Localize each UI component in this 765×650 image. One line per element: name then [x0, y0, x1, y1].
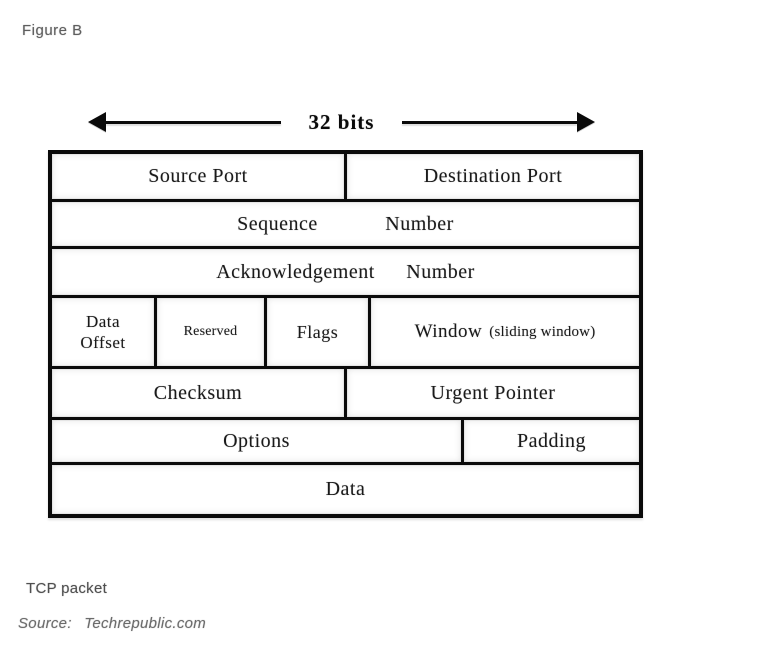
arrow-label: 32 bits [308, 109, 375, 134]
arrow-line-left [106, 120, 281, 124]
table-row-flags-window: Data Offset Reserved Flags Window (slidi… [52, 298, 639, 366]
field-source-port: Source Port [52, 154, 344, 199]
table-row-ports: Source Port Destination Port [52, 154, 639, 199]
field-sequence-number: Sequence Number [52, 202, 639, 246]
field-options: Options [52, 420, 461, 462]
field-padding: Padding [464, 420, 639, 462]
width-arrow: 32 bits [88, 107, 595, 137]
table-row-data: Data [52, 465, 639, 514]
arrow-right-head-icon [577, 112, 595, 132]
caption-tcp-packet: TCP packet [26, 580, 108, 597]
field-urgent-pointer: Urgent Pointer [347, 369, 639, 417]
field-flags: Flags [267, 298, 368, 366]
arrow-line-right [402, 120, 577, 124]
source-label: Source: [18, 615, 72, 632]
field-reserved: Reserved [157, 298, 264, 366]
field-data-offset: Data Offset [52, 298, 154, 366]
arrow-left-head-icon [88, 112, 106, 132]
tcp-packet-table: Source Port Destination Port Sequence Nu… [48, 150, 643, 518]
field-window: Window (sliding window) [371, 298, 639, 366]
table-row-checksum: Checksum Urgent Pointer [52, 369, 639, 417]
field-destination-port: Destination Port [347, 154, 639, 199]
table-row-sequence: Sequence Number [52, 202, 639, 246]
window-label: Window [414, 321, 483, 342]
source-value: Techrepublic.com [84, 615, 207, 632]
field-acknowledgement-number: Acknowledgement Number [52, 249, 639, 295]
window-sublabel: (sliding window) [489, 323, 596, 340]
table-row-options: Options Padding [52, 420, 639, 462]
source-line: Source: Techrepublic.com [18, 615, 206, 632]
table-row-acknowledgement: Acknowledgement Number [52, 249, 639, 295]
figure-label: Figure B [22, 22, 83, 39]
field-checksum: Checksum [52, 369, 344, 417]
field-data: Data [52, 465, 639, 514]
